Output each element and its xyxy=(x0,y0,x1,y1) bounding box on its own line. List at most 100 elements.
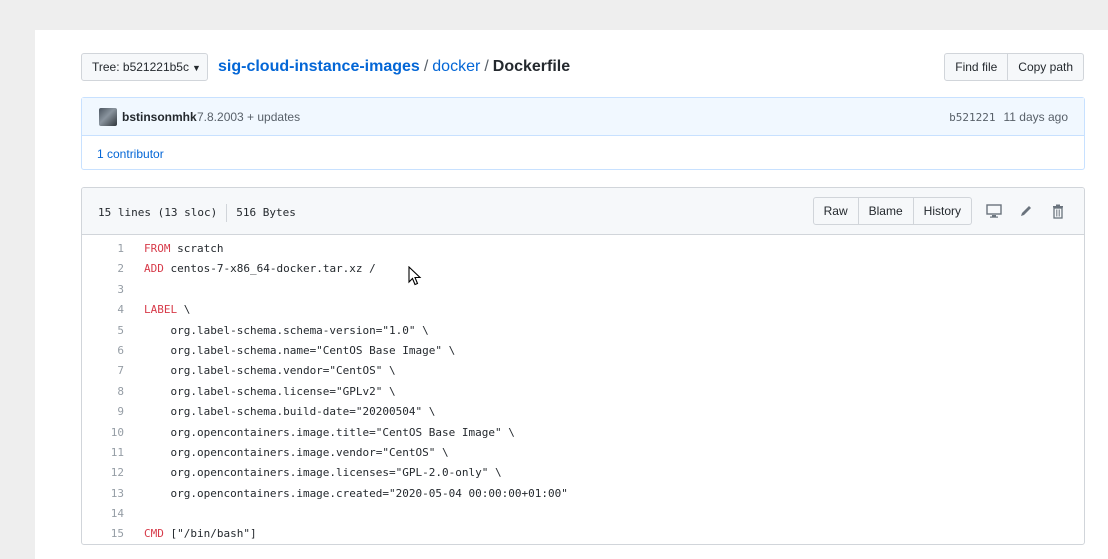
line-content: org.opencontainers.image.vendor="CentOS"… xyxy=(144,443,449,463)
code-line: 11 org.opencontainers.image.vendor="Cent… xyxy=(82,443,1084,463)
commit-author-link[interactable]: bstinsonmhk xyxy=(122,110,197,124)
code-line: 9 org.label-schema.build-date="20200504"… xyxy=(82,402,1084,422)
line-number[interactable]: 6 xyxy=(117,343,124,357)
code-line: 14 xyxy=(82,504,1084,524)
line-number[interactable]: 3 xyxy=(117,282,124,296)
file-lines-info: 15 lines (13 sloc) xyxy=(98,206,218,219)
file-header: 15 lines (13 sloc) 516 Bytes Raw Blame Hi… xyxy=(82,188,1084,235)
line-number[interactable]: 12 xyxy=(110,466,124,480)
code-line: 15 CMD ["/bin/bash"] xyxy=(82,524,1084,544)
pencil-icon[interactable] xyxy=(1016,201,1036,221)
code-text: org.label-schema.vendor="CentOS" \ xyxy=(144,364,396,378)
code-text: org.label-schema.build-date="20200504" \ xyxy=(144,405,436,419)
code-text: org.opencontainers.image.title="CentOS B… xyxy=(144,425,515,439)
line-content: org.opencontainers.image.created="2020-0… xyxy=(144,484,568,504)
branch-label: Tree: b521221b5c xyxy=(92,60,189,74)
code-line: 8 org.label-schema.license="GPLv2" \ xyxy=(82,382,1084,402)
line-content: ADD centos-7-x86_64-docker.tar.xz / xyxy=(144,259,376,279)
code-line: 3 xyxy=(82,280,1084,300)
file-nav-buttons: Find file Copy path xyxy=(944,53,1084,81)
code-text: org.opencontainers.image.created="2020-0… xyxy=(144,486,568,500)
breadcrumb-repo-link[interactable]: sig-cloud-instance-images xyxy=(218,58,420,75)
code-text: org.opencontainers.image.licenses="GPL-2… xyxy=(144,466,502,480)
line-number[interactable]: 2 xyxy=(117,262,124,276)
code-line: 13 org.opencontainers.image.created="202… xyxy=(82,484,1084,504)
code-text: \ xyxy=(177,303,191,317)
code-line: 10 org.opencontainers.image.title="CentO… xyxy=(82,423,1084,443)
line-content: org.label-schema.name="CentOS Base Image… xyxy=(144,341,455,361)
blame-button[interactable]: Blame xyxy=(858,197,914,225)
line-number[interactable]: 15 xyxy=(110,527,124,541)
commit-meta: b521221 11 days ago xyxy=(949,110,1068,124)
line-content: org.label-schema.vendor="CentOS" \ xyxy=(144,361,396,381)
commit-time: 11 days ago xyxy=(1003,110,1069,124)
code-text: org.label-schema.license="GPLv2" \ xyxy=(144,384,396,398)
code-line: 6 org.label-schema.name="CentOS Base Ima… xyxy=(82,341,1084,361)
copy-path-button[interactable]: Copy path xyxy=(1008,53,1084,81)
raw-button[interactable]: Raw xyxy=(812,197,859,225)
code-line: 12 org.opencontainers.image.licenses="GP… xyxy=(82,463,1084,483)
file-view-buttons: Raw Blame History xyxy=(812,197,972,225)
code-text: ["/bin/bash"] xyxy=(163,527,257,541)
desktop-icon[interactable] xyxy=(984,201,1004,221)
line-content: CMD ["/bin/bash"] xyxy=(144,524,257,544)
code-keyword: ADD xyxy=(144,262,164,276)
breadcrumb-folder-link[interactable]: docker xyxy=(432,58,481,75)
line-number[interactable]: 14 xyxy=(110,507,124,521)
line-content: org.opencontainers.image.title="CentOS B… xyxy=(144,423,515,443)
file-actions: Raw Blame History xyxy=(812,197,1068,225)
code-text: org.opencontainers.image.vendor="CentOS"… xyxy=(144,445,449,459)
code-line: 1 FROM scratch xyxy=(82,239,1084,259)
line-content: FROM scratch xyxy=(144,239,223,259)
code-text: centos-7-x86_64-docker.tar.xz / xyxy=(163,262,376,276)
mouse-pointer-icon xyxy=(408,265,422,291)
line-number[interactable]: 5 xyxy=(117,323,124,337)
contributors-link[interactable]: 1 contributor xyxy=(97,147,164,161)
line-number[interactable]: 9 xyxy=(117,405,124,419)
code-line: 5 org.label-schema.schema-version="1.0" … xyxy=(82,321,1084,341)
line-content: org.opencontainers.image.licenses="GPL-2… xyxy=(144,463,502,483)
file-navigation: Tree: b521221b5c▼ sig-cloud-instance-ima… xyxy=(81,52,1084,82)
avatar[interactable] xyxy=(99,108,117,126)
line-number[interactable]: 10 xyxy=(110,425,124,439)
code-line: 7 org.label-schema.vendor="CentOS" \ xyxy=(82,361,1084,381)
breadcrumb-filename: Dockerfile xyxy=(492,58,571,75)
code-keyword: FROM xyxy=(144,242,171,255)
code-text: org.label-schema.name="CentOS Base Image… xyxy=(144,343,456,357)
breadcrumb: sig-cloud-instance-images/docker/Dockerf… xyxy=(218,57,570,77)
find-file-button[interactable]: Find file xyxy=(944,53,1009,81)
line-number[interactable]: 1 xyxy=(117,242,124,255)
trash-icon[interactable] xyxy=(1048,201,1068,221)
commit-message-link[interactable]: 7.8.2003 + updates xyxy=(197,110,301,124)
breadcrumb-separator: / xyxy=(423,58,429,75)
line-number[interactable]: 11 xyxy=(110,445,124,459)
breadcrumb-separator: / xyxy=(484,58,489,75)
file-size: 516 Bytes xyxy=(236,206,296,219)
line-content: LABEL \ xyxy=(144,300,190,320)
contributors-row: 1 contributor xyxy=(82,136,1084,171)
branch-selector-button[interactable]: Tree: b521221b5c▼ xyxy=(81,53,208,81)
code-keyword: LABEL xyxy=(144,303,178,317)
line-number[interactable]: 13 xyxy=(110,486,124,500)
line-content: org.label-schema.schema-version="1.0" \ xyxy=(144,321,429,341)
latest-commit: bstinsonmhk 7.8.2003 + updates b521221 11… xyxy=(82,98,1084,136)
code-text: org.label-schema.schema-version="1.0" \ xyxy=(144,323,429,337)
code-line: 2 ADD centos-7-x86_64-docker.tar.xz / xyxy=(82,259,1084,279)
line-content: org.label-schema.license="GPLv2" \ xyxy=(144,382,396,402)
file-info-divider xyxy=(226,204,228,222)
line-number[interactable]: 4 xyxy=(117,303,124,317)
file-content-box: 15 lines (13 sloc) 516 Bytes Raw Blame Hi… xyxy=(81,187,1085,545)
caret-down-icon: ▼ xyxy=(191,63,201,73)
history-button[interactable]: History xyxy=(913,197,972,225)
line-number[interactable]: 7 xyxy=(117,364,124,378)
file-info: 15 lines (13 sloc) 516 Bytes xyxy=(98,204,296,222)
commit-sha-link[interactable]: b521221 xyxy=(949,111,996,124)
line-number[interactable]: 8 xyxy=(117,384,124,398)
commit-tease: bstinsonmhk 7.8.2003 + updates b521221 11… xyxy=(81,97,1085,170)
line-content: org.label-schema.build-date="20200504" \ xyxy=(144,402,435,422)
code-view: 1 FROM scratch 2 ADD centos-7-x86_64-docker… xyxy=(82,235,1084,544)
file-view-page: Tree: b521221b5c▼ sig-cloud-instance-ima… xyxy=(35,30,1108,559)
code-line: 4 LABEL \ xyxy=(82,300,1084,320)
code-text: scratch xyxy=(170,242,224,255)
code-keyword: CMD xyxy=(144,527,164,541)
